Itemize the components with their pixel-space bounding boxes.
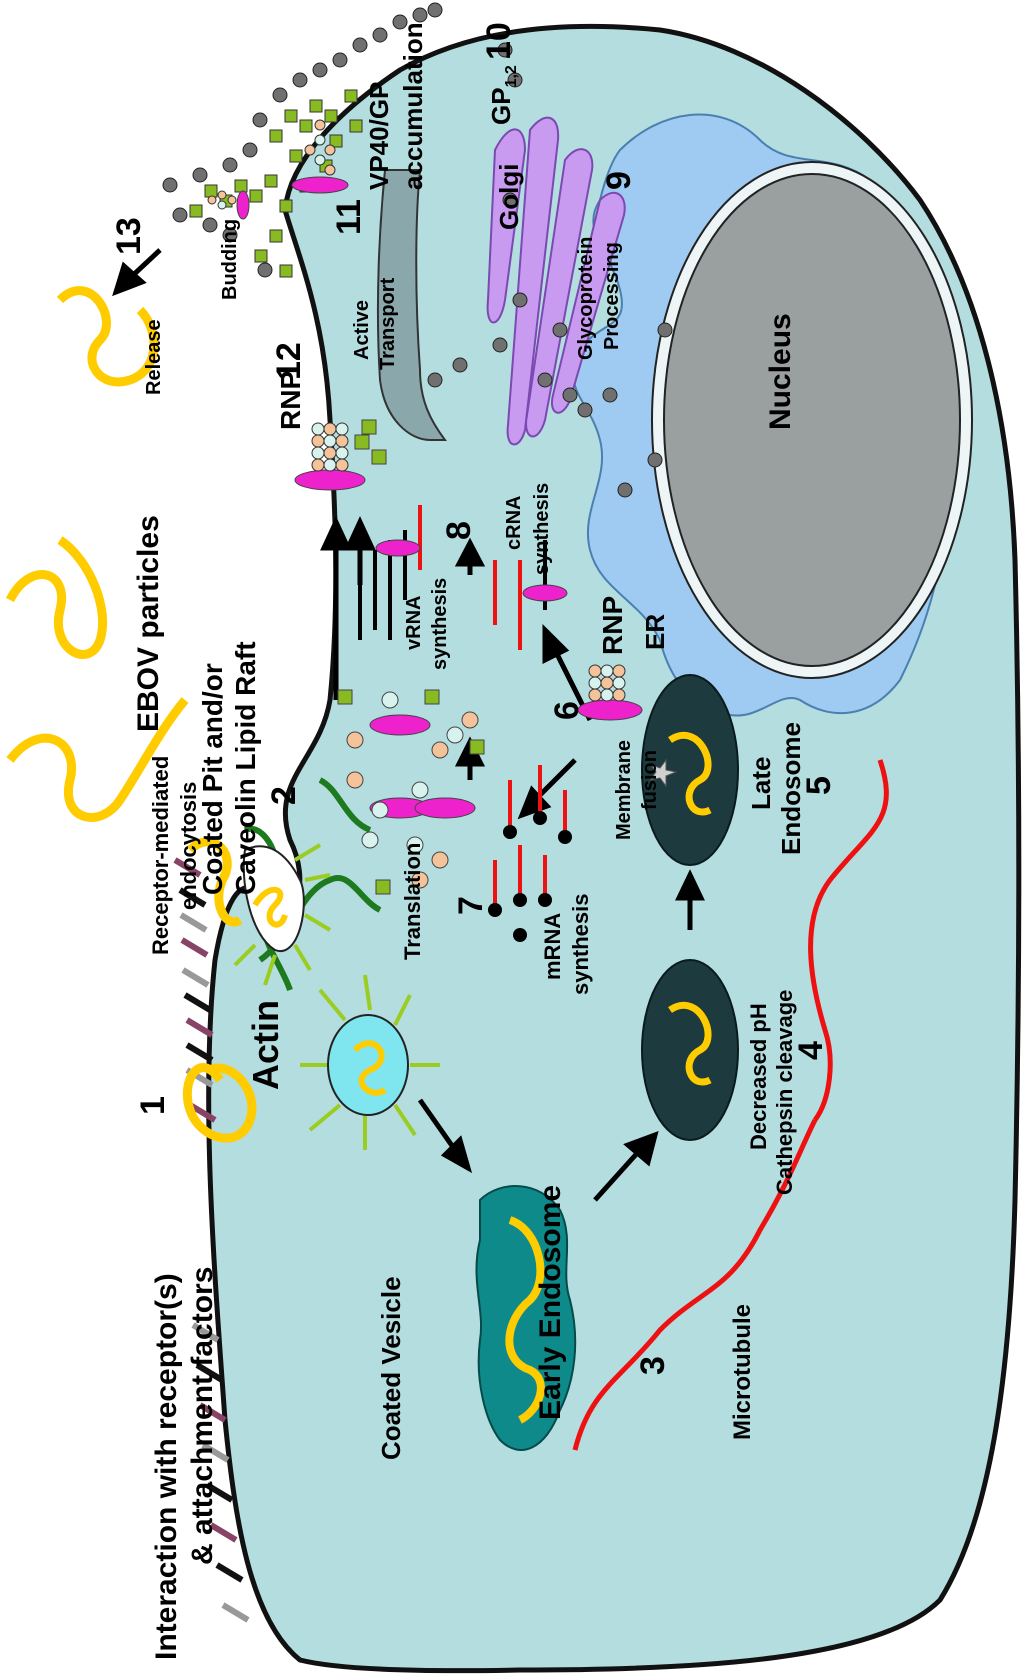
label-budding: Budding	[219, 219, 241, 300]
label-fusion: fusion	[639, 750, 661, 810]
step-13: 13	[110, 217, 148, 255]
vrna-polymerase	[376, 540, 420, 556]
nucleus-inner	[664, 174, 960, 666]
label-membrane: Membrane	[613, 740, 635, 840]
step-5: 5	[800, 776, 838, 795]
label-attachment: & attachment factors	[186, 1267, 219, 1565]
step-3: 3	[634, 1356, 672, 1375]
label-decreased-ph: Decreased pH	[746, 1003, 771, 1150]
label-interaction: Interaction with receptor(s)	[150, 1273, 183, 1660]
label-release: Release	[143, 319, 165, 395]
label-golgi: Golgi	[494, 164, 524, 230]
label-caveolin: Caveolin Lipid Raft	[230, 641, 261, 895]
label-crna: cRNA	[503, 496, 525, 550]
label-mrna: mRNA	[540, 913, 565, 980]
label-accumulation: accumulation	[398, 22, 428, 190]
label-ebov-particles: EBOV particles	[132, 515, 165, 732]
label-nucleus: Nucleus	[764, 313, 797, 430]
label-cathepsin: Cathepsin cleavage	[772, 990, 797, 1195]
step-1: 1	[134, 1096, 172, 1115]
step-2: 2	[265, 786, 303, 805]
step-6: 6	[548, 701, 586, 720]
label-crna-synthesis: synthesis	[531, 483, 553, 575]
step-12: 12	[270, 342, 308, 380]
step-11: 11	[330, 199, 368, 235]
label-vrna-synthesis: synthesis	[429, 578, 451, 670]
label-vrna: vRNA	[403, 596, 425, 650]
step-4: 4	[792, 1041, 830, 1060]
label-translation: Translation	[400, 843, 425, 960]
label-mrna-synthesis: synthesis	[568, 894, 593, 996]
label-rnp: RNP	[597, 596, 628, 655]
label-glycoprotein: Glycoprotein	[575, 237, 597, 360]
label-er: ER	[640, 614, 670, 650]
label-late-1: Late	[746, 757, 776, 810]
label-vp40: VP40/GP	[364, 82, 394, 190]
acidified-endosome	[642, 960, 738, 1140]
step-7: 7	[452, 896, 490, 915]
label-transport: Transport	[377, 277, 399, 370]
label-early-endosome: Early Endosome	[534, 1185, 567, 1420]
step-9: 9	[600, 171, 638, 190]
label-coated-vesicle: Coated Vesicle	[376, 1276, 406, 1460]
label-actin: Actin	[245, 1000, 286, 1090]
step-8: 8	[440, 521, 478, 540]
step-10: 10	[480, 22, 518, 60]
label-active: Active	[351, 300, 373, 360]
label-coated-pit: Coated Pit and/or	[197, 663, 228, 895]
crna-polymerase	[523, 585, 567, 601]
label-microtubule: Microtubule	[729, 1304, 756, 1440]
label-processing: Processing	[601, 242, 623, 350]
label-receptor-mediated: Receptor-mediated	[148, 756, 173, 955]
